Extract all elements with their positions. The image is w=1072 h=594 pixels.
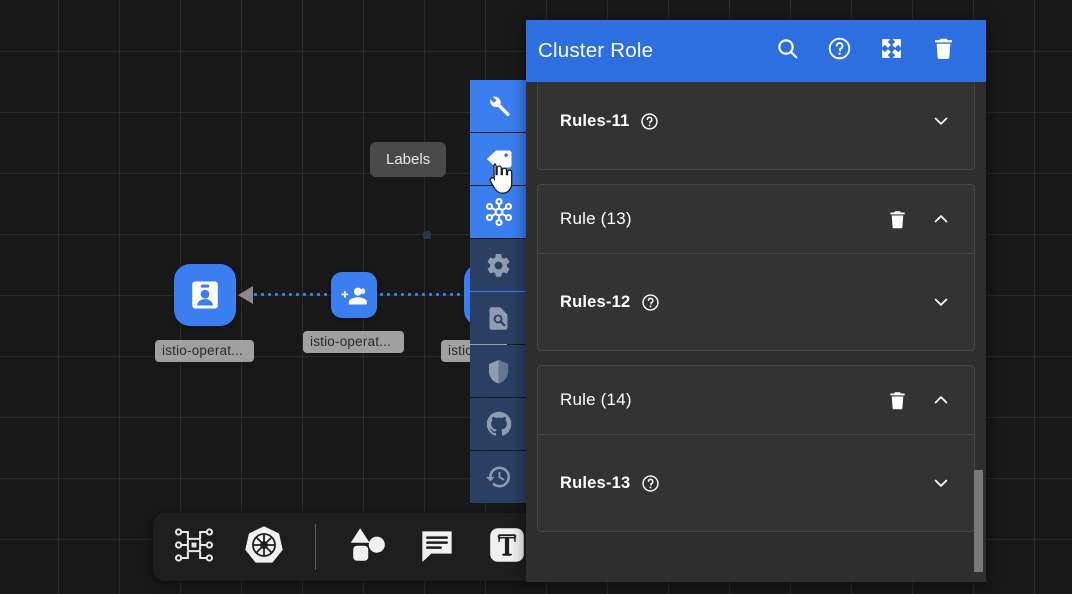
rail-item-wrench[interactable] — [470, 80, 527, 132]
graph-edge-arrow-1 — [238, 286, 253, 304]
chevron-up-icon[interactable] — [930, 208, 952, 230]
rule-row-actions — [886, 208, 952, 230]
trash-icon[interactable] — [886, 208, 908, 230]
comment-icon — [417, 525, 457, 570]
delete-icon — [931, 36, 956, 66]
rail-item-history[interactable] — [470, 451, 527, 503]
rule-row-actions — [886, 389, 952, 411]
panel-scrollbar[interactable] — [974, 82, 983, 582]
rule-group-card: Rule (13) — [537, 184, 975, 351]
github-icon — [485, 410, 513, 438]
hub-icon — [484, 197, 514, 227]
help-icon — [827, 36, 852, 66]
panel-header-actions — [774, 38, 956, 64]
bottom-dock: T — [153, 513, 548, 581]
expand-button[interactable] — [878, 38, 904, 64]
rail-item-tag[interactable] — [470, 133, 527, 185]
node-label: istio-operat... — [155, 340, 254, 362]
shield-icon — [485, 358, 512, 385]
gear-icon — [485, 252, 512, 279]
help-button[interactable] — [826, 38, 852, 64]
help-icon[interactable] — [640, 112, 659, 131]
panel-body[interactable]: Rules-11 — [526, 82, 986, 582]
rules-row[interactable]: Rules-12 — [538, 254, 974, 350]
rail-item-hub[interactable] — [470, 186, 527, 238]
graph-edge-2 — [378, 292, 476, 297]
expand-icon — [879, 36, 904, 66]
badge-person-icon — [188, 278, 222, 312]
help-icon[interactable] — [641, 293, 660, 312]
rules-row[interactable]: Rules-13 — [538, 435, 974, 531]
graph-edge-1 — [252, 292, 332, 297]
cluster-role-panel: Cluster Role — [526, 20, 986, 582]
rule-row[interactable]: Rule (13) — [538, 185, 974, 254]
shapes-icon — [346, 524, 388, 571]
panel-header: Cluster Role — [526, 20, 986, 82]
rules-label: Rules-11 — [560, 112, 629, 131]
history-icon — [485, 463, 513, 491]
rule-label: Rule (13) — [560, 209, 632, 229]
wrench-icon — [485, 93, 512, 120]
rules-card: Rules-11 — [537, 82, 975, 170]
trash-icon[interactable] — [886, 389, 908, 411]
group-add-icon — [341, 282, 368, 309]
node-label: istio-operat... — [303, 331, 404, 353]
dock-item-shapes[interactable] — [344, 524, 390, 570]
rules-row[interactable]: Rules-11 — [538, 82, 974, 169]
chevron-up-icon[interactable] — [930, 389, 952, 411]
labels-tooltip: Labels — [370, 142, 446, 177]
rail-item-shield[interactable] — [470, 345, 527, 397]
service-account-node[interactable] — [174, 264, 236, 326]
stray-dot — [423, 231, 431, 239]
rule-group-card: Rule (14) — [537, 365, 975, 532]
page-title: Cluster Role — [538, 39, 774, 63]
search-button[interactable] — [774, 38, 800, 64]
rail-item-gear[interactable] — [470, 239, 527, 291]
dock-item-text-tool[interactable]: T — [484, 524, 530, 570]
rules-label: Rules-12 — [560, 293, 630, 312]
delete-button[interactable] — [930, 38, 956, 64]
rail-item-github[interactable] — [470, 398, 527, 450]
group-node[interactable] — [331, 272, 377, 318]
panel-scrollbar-thumb[interactable] — [974, 470, 983, 572]
chevron-down-icon[interactable] — [930, 472, 952, 494]
dock-item-comment[interactable] — [414, 524, 460, 570]
tool-rail — [470, 80, 527, 503]
chevron-down-icon[interactable] — [930, 291, 952, 313]
help-icon[interactable] — [641, 474, 660, 493]
rule-row[interactable]: Rule (14) — [538, 366, 974, 435]
document-search-icon — [485, 305, 512, 332]
dock-item-kubernetes[interactable] — [241, 524, 287, 570]
rules-label: Rules-13 — [560, 474, 630, 493]
tag-icon — [484, 144, 514, 174]
chip-node-icon — [173, 524, 215, 571]
dock-item-chip-node[interactable] — [171, 524, 217, 570]
text-tool-icon: T — [486, 524, 528, 571]
rail-item-document-search[interactable] — [470, 292, 527, 344]
chevron-down-icon[interactable] — [930, 110, 952, 132]
search-icon — [775, 36, 800, 66]
dock-separator — [315, 524, 316, 570]
rule-label: Rule (14) — [560, 390, 632, 410]
kubernetes-helm-icon — [243, 524, 285, 571]
